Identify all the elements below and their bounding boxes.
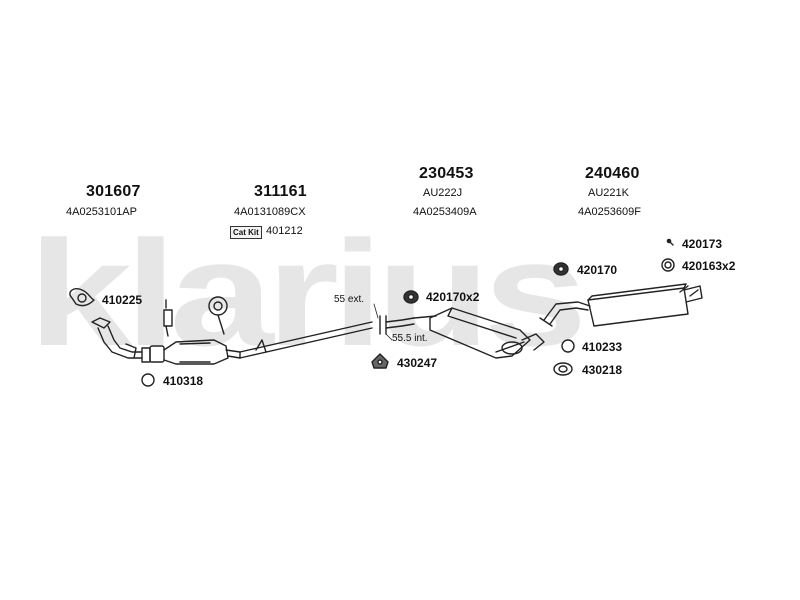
- lambda-sensor-icon: [163, 299, 173, 337]
- part-label-420173: 420173: [682, 237, 723, 251]
- rear-silencer-240460: [539, 283, 703, 327]
- oe-code-301607: 4A0253101AP: [66, 206, 137, 218]
- ext-leader: [373, 303, 379, 319]
- part-label-420170: 420170: [577, 263, 618, 277]
- bolt-420173-icon: [666, 238, 674, 246]
- part-label-430218: 430218: [582, 363, 623, 377]
- part-label-410233: 410233: [582, 340, 623, 354]
- middle-silencer-230453: [413, 307, 545, 359]
- sub-code-240460: AU221K: [588, 187, 629, 199]
- cat-kit-number: 401212: [266, 225, 303, 237]
- part-label-420170x2: 420170x2: [426, 290, 480, 304]
- part-number-301607: 301607: [86, 183, 141, 200]
- int-leader: [385, 333, 393, 341]
- cat-kit-badge: Cat Kit: [230, 226, 262, 239]
- ring-420163x2-icon: [661, 258, 675, 272]
- intermediate-pipe: [239, 315, 415, 359]
- oe-code-240460: 4A0253609F: [578, 206, 641, 218]
- sub-code-230453: AU222J: [423, 187, 463, 199]
- part-label-410225: 410225: [102, 293, 143, 307]
- catalytic-converter-311161: [149, 296, 241, 365]
- front-pipe-301607: [91, 317, 151, 363]
- mount-420170x2-icon: [403, 290, 419, 304]
- part-label-430247: 430247: [397, 356, 438, 370]
- mount-420170-icon: [553, 262, 569, 276]
- ring-410233-icon: [561, 339, 575, 353]
- part-label-410318: 410318: [163, 374, 204, 388]
- oe-code-230453: 4A0253409A: [413, 206, 477, 218]
- dimension-int: 55.5 int.: [392, 333, 428, 344]
- clamp-410225-icon: [69, 288, 95, 307]
- clamp-430218-icon: [553, 362, 573, 376]
- ring-410318-icon: [141, 373, 155, 387]
- part-number-230453: 230453: [419, 165, 474, 182]
- part-number-311161: 311161: [254, 183, 307, 200]
- part-label-420163x2: 420163x2: [682, 259, 736, 273]
- part-number-240460: 240460: [585, 165, 640, 182]
- dimension-ext: 55 ext.: [334, 294, 365, 305]
- bracket-430247-icon: [371, 353, 389, 369]
- oe-code-311161: 4A0131089CX: [234, 206, 306, 218]
